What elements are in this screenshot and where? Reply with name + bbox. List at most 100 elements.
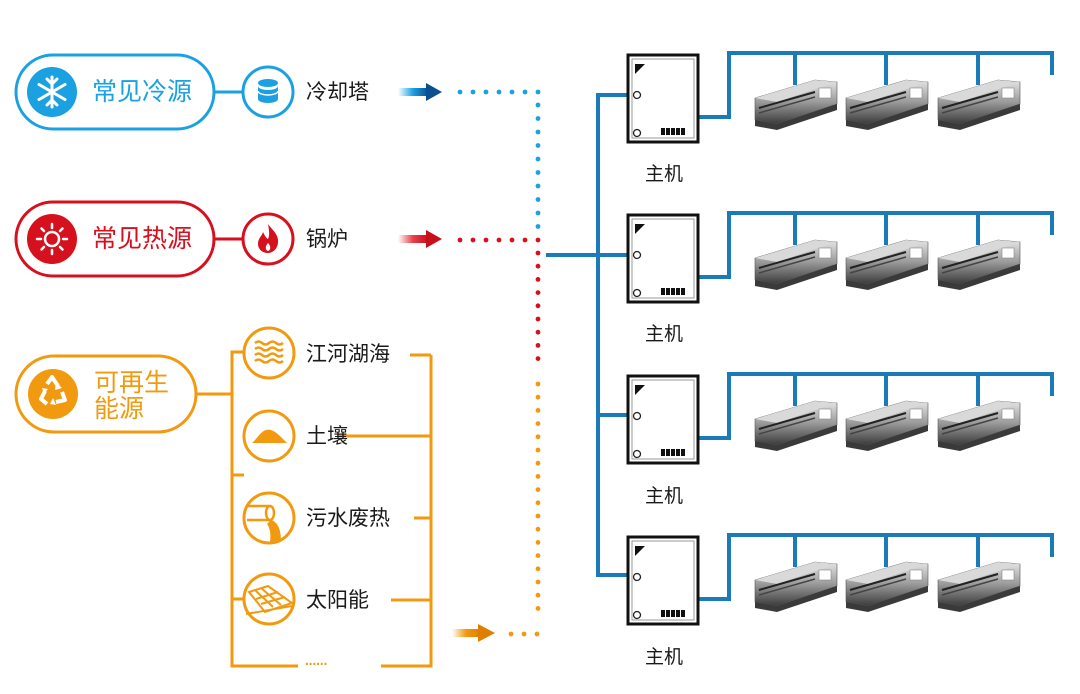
renewable-more-ellipsis: ······ — [304, 654, 328, 675]
cold-flow-dot — [483, 89, 489, 95]
renewable-source-title: 可再生 能源 — [94, 370, 169, 422]
water-waves-icon — [242, 326, 296, 380]
indoor-unit-icon — [754, 239, 838, 290]
renewable-arrow-icon — [478, 624, 495, 642]
heat-flow-dot — [483, 237, 489, 243]
renewable-flow-dot — [535, 421, 541, 426]
renewable-flow-dot — [534, 631, 540, 637]
renewable-flow-dot — [535, 606, 541, 611]
snowflake-icon — [27, 67, 77, 117]
indoor-unit-icon — [937, 239, 1021, 290]
cold-flow-dot — [535, 210, 541, 216]
renewable-flow-dot — [535, 566, 541, 572]
heat-flow-dot — [496, 237, 502, 243]
indoor-unit-icon — [845, 239, 929, 290]
host-unit — [626, 51, 1054, 144]
recycle-icon — [28, 369, 78, 419]
heat-flow-dot — [535, 343, 541, 348]
cold-flow-dot — [496, 89, 502, 95]
host-cabinet-icon — [626, 53, 700, 144]
renewable-flow-dot — [535, 474, 541, 479]
renewable-flow-dot — [535, 487, 541, 492]
host-unit — [626, 211, 1054, 304]
renewable-item-label: 土壤 — [306, 424, 348, 448]
heat-flow-dot — [535, 316, 541, 322]
host-label: 主机 — [645, 646, 684, 668]
cold-flow-dot — [522, 89, 528, 95]
cold-flow-dot — [535, 143, 541, 148]
heat-flow-dot — [535, 356, 541, 361]
renewable-flow-dot — [535, 434, 541, 440]
heat-flow-dot — [535, 263, 541, 269]
branch-pipe — [698, 533, 1054, 601]
cooling-tower-icon — [241, 65, 295, 119]
renewable-flow-dot — [535, 553, 541, 558]
boiler-label: 锅炉 — [306, 227, 348, 251]
cold-flow-dot — [535, 129, 541, 135]
heat-flow-dot — [535, 329, 541, 335]
cold-flow-dot — [535, 170, 541, 175]
renewable-flow-dot — [535, 447, 541, 453]
cold-flow-dot — [535, 102, 541, 108]
heat-flow-dot — [535, 303, 541, 309]
heat-flow-dot — [535, 237, 541, 243]
indoor-unit-icon — [937, 561, 1021, 612]
renewable-flow-dot — [508, 631, 514, 637]
indoor-unit-icon — [937, 400, 1021, 451]
indoor-unit-icon — [754, 561, 838, 612]
dotted-flow-lines — [457, 89, 541, 637]
host-cabinet-icon — [626, 213, 700, 304]
sun-icon — [27, 214, 77, 264]
flame-icon — [241, 212, 295, 266]
host-unit — [626, 533, 1054, 626]
indoor-unit-icon — [845, 561, 929, 612]
renewable-title-line2: 能源 — [94, 394, 145, 423]
host-label: 主机 — [645, 163, 684, 185]
heat-flow-dot — [509, 237, 515, 243]
branch-pipe — [698, 51, 1054, 119]
indoor-unit-icon — [754, 400, 838, 451]
renewable-title-line1: 可再生 — [94, 368, 170, 397]
host-unit — [626, 372, 1054, 465]
renewable-flow-dot — [535, 394, 541, 400]
branch-pipe — [698, 211, 1054, 279]
cold-flow-dot — [457, 89, 463, 95]
renewable-item-label: 太阳能 — [306, 588, 369, 612]
cooling-tower-label: 冷却塔 — [306, 80, 369, 104]
cold-flow-dot — [509, 89, 515, 95]
cold-flow-dot — [535, 116, 541, 121]
cold-flow-dot — [535, 197, 541, 202]
hosts-layer — [626, 51, 1054, 626]
renewable-flow-dot — [535, 540, 541, 545]
cold-flow-dot — [535, 89, 541, 95]
renewable-flow-dot — [535, 592, 541, 598]
renewable-flow-dot — [535, 381, 541, 387]
renewable-flow-dot — [521, 631, 527, 637]
soil-pile-icon — [242, 409, 296, 463]
indoor-unit-icon — [937, 79, 1021, 130]
heat-flow-dot — [535, 277, 541, 282]
heat-flow-dot — [535, 290, 541, 295]
cold-flow-dot — [535, 224, 541, 229]
host-cabinet-icon — [626, 535, 700, 626]
renewable-source-group — [14, 326, 495, 668]
solar-panel-icon — [242, 572, 296, 626]
host-label: 主机 — [645, 485, 684, 507]
host-cabinet-icon — [626, 374, 700, 465]
host-label: 主机 — [645, 323, 684, 345]
heat-arrow-icon — [426, 230, 442, 248]
cold-arrow-icon — [426, 83, 442, 101]
indoor-unit-icon — [754, 79, 838, 130]
renewable-flow-dot — [535, 513, 541, 519]
renewable-flow-dot — [535, 408, 541, 413]
heat-source-group — [14, 200, 442, 278]
cold-source-title: 常见冷源 — [92, 77, 193, 106]
cold-flow-dot — [470, 89, 476, 95]
renewable-flow-dot — [535, 579, 541, 585]
main-pipe — [546, 93, 630, 577]
heat-flow-dot — [522, 237, 528, 243]
branch-pipe — [698, 372, 1054, 440]
renewable-item-label: 江河湖海 — [306, 342, 390, 366]
cold-flow-dot — [535, 156, 541, 162]
